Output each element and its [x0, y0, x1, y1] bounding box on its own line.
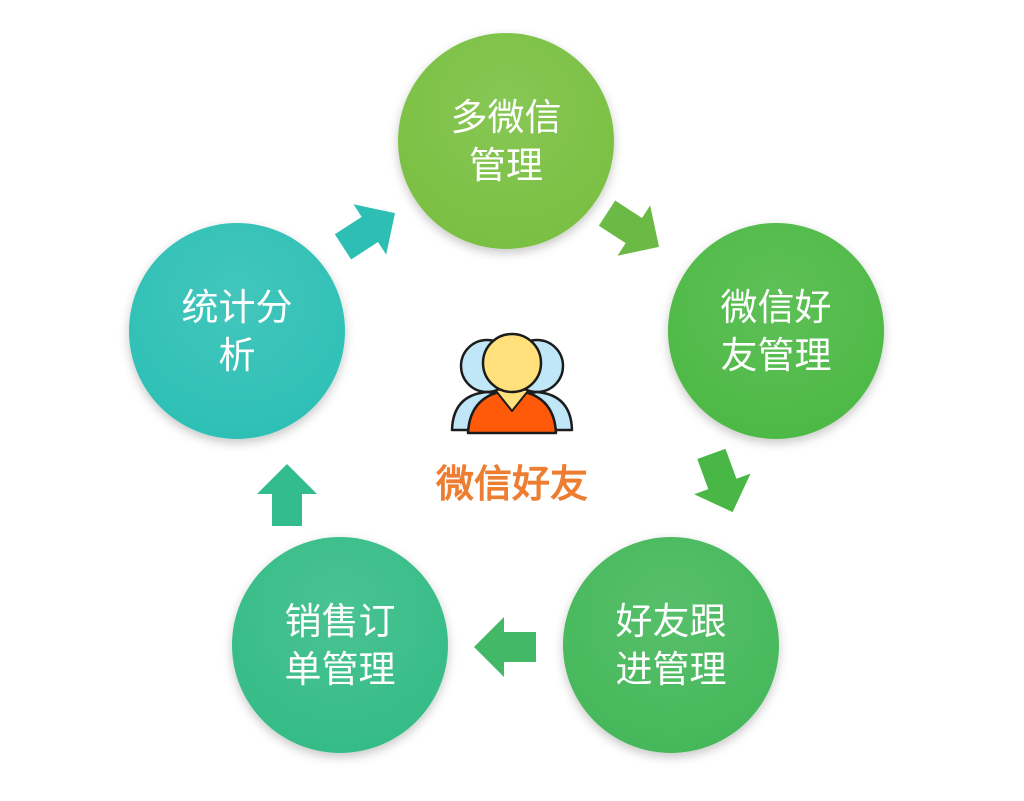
- node-label-line: 析: [219, 334, 256, 377]
- node-label-line: 统计分: [182, 286, 293, 329]
- node-label-line: 单管理: [285, 648, 396, 691]
- node-label-line: 微信好: [721, 286, 832, 329]
- node-circle-highlight: [232, 537, 448, 753]
- node-circle-highlight: [563, 537, 779, 753]
- flow-arrow-icon: [694, 448, 751, 513]
- flow-arrow-icon: [598, 200, 659, 256]
- node-label-line: 管理: [469, 144, 543, 187]
- flow-arrow-icon: [334, 204, 395, 260]
- node-label-line: 进管理: [616, 648, 727, 691]
- flow-arrow-icon: [257, 464, 317, 526]
- node-label-line: 友管理: [721, 334, 832, 377]
- node-label-line: 多微信: [451, 96, 562, 139]
- arrows-layer: [257, 200, 751, 677]
- flow-arrow-icon: [474, 617, 536, 677]
- node-label-line: 销售订: [285, 600, 396, 643]
- node-circle-highlight: [129, 223, 345, 439]
- center-label: 微信好友: [435, 462, 588, 506]
- node-circle-highlight: [398, 33, 614, 249]
- user-group-icon: [450, 332, 574, 435]
- node-circle-highlight: [668, 223, 884, 439]
- node-label-line: 好友跟: [616, 600, 727, 643]
